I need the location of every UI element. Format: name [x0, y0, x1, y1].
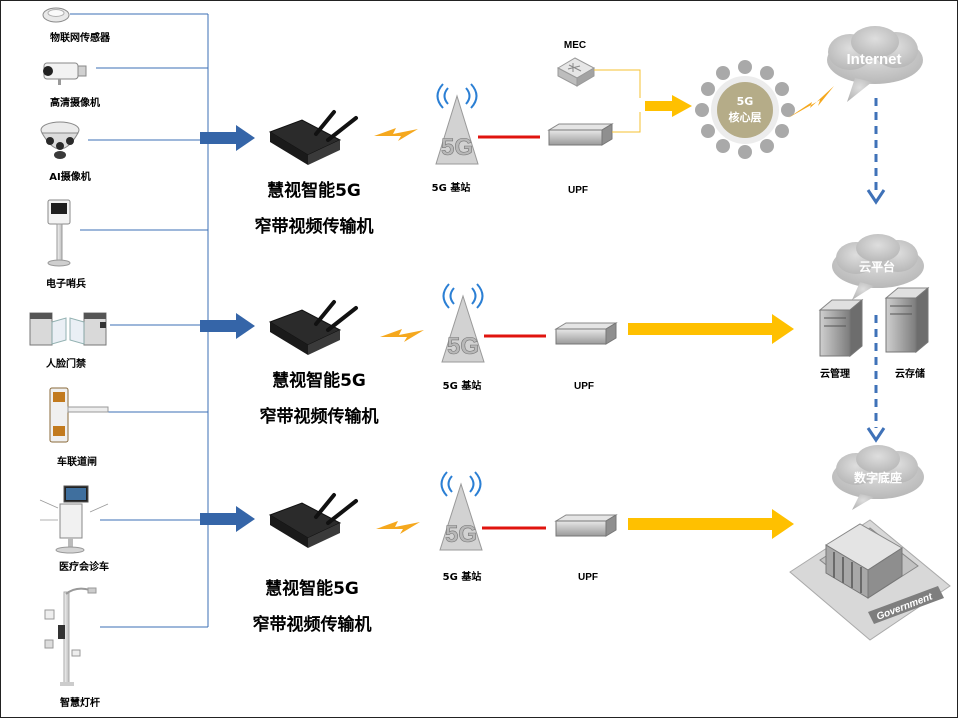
router-icon: [268, 110, 358, 165]
digital-base-label: 数字底座: [854, 470, 902, 485]
device-vehicle-barrier: 车联道闸: [49, 387, 109, 468]
upf-icon: [554, 322, 618, 345]
device-face-gate: 人脸门禁: [29, 312, 107, 370]
device-label: 物联网传感器: [50, 31, 111, 44]
base-station-icon: 5G: [441, 283, 485, 363]
cloud-arrow: [628, 314, 794, 344]
dashed-downlink-2: [866, 315, 886, 443]
router-icon: [268, 300, 358, 355]
transmitter-title-line2: 窄带视频传输机: [253, 614, 372, 635]
row-3: 慧视智能5G 窄带视频传输机 5G 5G 基站 UPF: [200, 471, 794, 635]
row-2: 慧视智能5G 窄带视频传输机 5G 5G 基站 UPF: [200, 283, 794, 427]
upf-label: UPF: [574, 381, 594, 392]
device-label: 医疗会诊车: [59, 560, 109, 573]
iot-sensor-icon: [42, 7, 70, 23]
government-building-icon: Government: [789, 519, 951, 641]
upf-label: UPF: [568, 185, 588, 196]
device-label: AI摄像机: [49, 170, 90, 183]
base-station-5g-mark: 5G: [441, 134, 473, 161]
base-station-icon: 5G: [439, 471, 483, 551]
cloud-icon: [832, 445, 924, 510]
core-label-line2: 核心层: [729, 110, 762, 124]
router-icon: [268, 493, 358, 548]
device-iot-sensor: 物联网传感器: [42, 7, 111, 44]
upf-core-link: [612, 112, 641, 133]
mec-label: MEC: [564, 40, 586, 51]
mec-node: MEC: [556, 40, 641, 133]
transmitter-title-line2: 窄带视频传输机: [260, 406, 379, 427]
cloud-icon: [827, 26, 923, 102]
device-ai-camera: AI摄像机: [40, 121, 91, 183]
core-ring-icon: [695, 60, 795, 159]
5g-core-node: 5G 核心层: [695, 60, 795, 159]
wireless-bolt-icon: [374, 128, 418, 141]
core-arrow: [645, 95, 692, 117]
base-station-label: 5G 基站: [432, 181, 471, 194]
device-label: 电子哨兵: [46, 277, 86, 290]
government-arrow: [628, 509, 794, 539]
uplink-arrow: [200, 125, 255, 151]
mec-link: [594, 69, 641, 98]
device-label: 高清摄像机: [50, 96, 100, 109]
internet-bolt-icon: [788, 86, 834, 118]
cloud-storage-label: 云存储: [895, 367, 925, 380]
transmitter-title-line2: 窄带视频传输机: [255, 216, 374, 237]
mec-icon: [556, 57, 596, 87]
device-hd-camera: 高清摄像机: [43, 62, 100, 109]
device-medical-cart: 医疗会诊车: [39, 485, 109, 573]
device-electronic-sentry: 电子哨兵: [46, 199, 86, 290]
row-1: 慧视智能5G 窄带视频传输机 5G 5G 基站 UPF: [200, 83, 614, 237]
cloud-platform: 云平台 云管理 云存储: [818, 234, 930, 380]
dashed-downlink-1: [866, 98, 886, 205]
upf-icon: [547, 123, 614, 146]
device-label: 人脸门禁: [46, 357, 86, 370]
uplink-arrow: [200, 506, 255, 532]
digital-base: 数字底座 Government: [789, 445, 951, 641]
base-station-icon: 5G: [435, 83, 479, 165]
server-management-icon: [818, 298, 864, 358]
cloud-management-label: 云管理: [820, 367, 850, 380]
uplink-arrow: [200, 313, 255, 339]
base-station-5g-mark: 5G: [447, 333, 479, 360]
base-station-label: 5G 基站: [443, 570, 482, 583]
cloud-platform-label: 云平台: [859, 259, 895, 274]
hd-camera-icon: [43, 62, 87, 85]
transmitter-title-line1: 慧视智能5G: [272, 370, 366, 391]
upf-icon: [554, 514, 618, 537]
device-label: 智慧灯杆: [60, 696, 100, 709]
transmitter-title-line1: 慧视智能5G: [265, 578, 359, 599]
electronic-sentry-icon: [47, 199, 71, 267]
vehicle-barrier-icon: [49, 387, 109, 443]
cloud-icon: [832, 234, 924, 300]
face-gate-icon: [29, 312, 107, 346]
smart-pole-icon: [44, 587, 97, 686]
base-station-label: 5G 基站: [443, 379, 482, 392]
core-label-line1: 5G: [737, 95, 754, 108]
server-storage-icon: [884, 286, 930, 354]
transmitter-title-line1: 慧视智能5G: [267, 180, 361, 201]
ai-camera-icon: [40, 121, 80, 159]
internet-label: Internet: [846, 51, 901, 68]
medical-cart-icon: [39, 485, 109, 554]
base-station-5g-mark: 5G: [445, 521, 477, 548]
device-smart-pole: 智慧灯杆: [44, 587, 100, 709]
device-label: 车联道闸: [57, 455, 97, 468]
wireless-bolt-icon: [380, 329, 424, 342]
internet-cloud: Internet: [827, 26, 923, 102]
upf-label: UPF: [578, 572, 598, 583]
wireless-bolt-icon: [376, 521, 420, 534]
